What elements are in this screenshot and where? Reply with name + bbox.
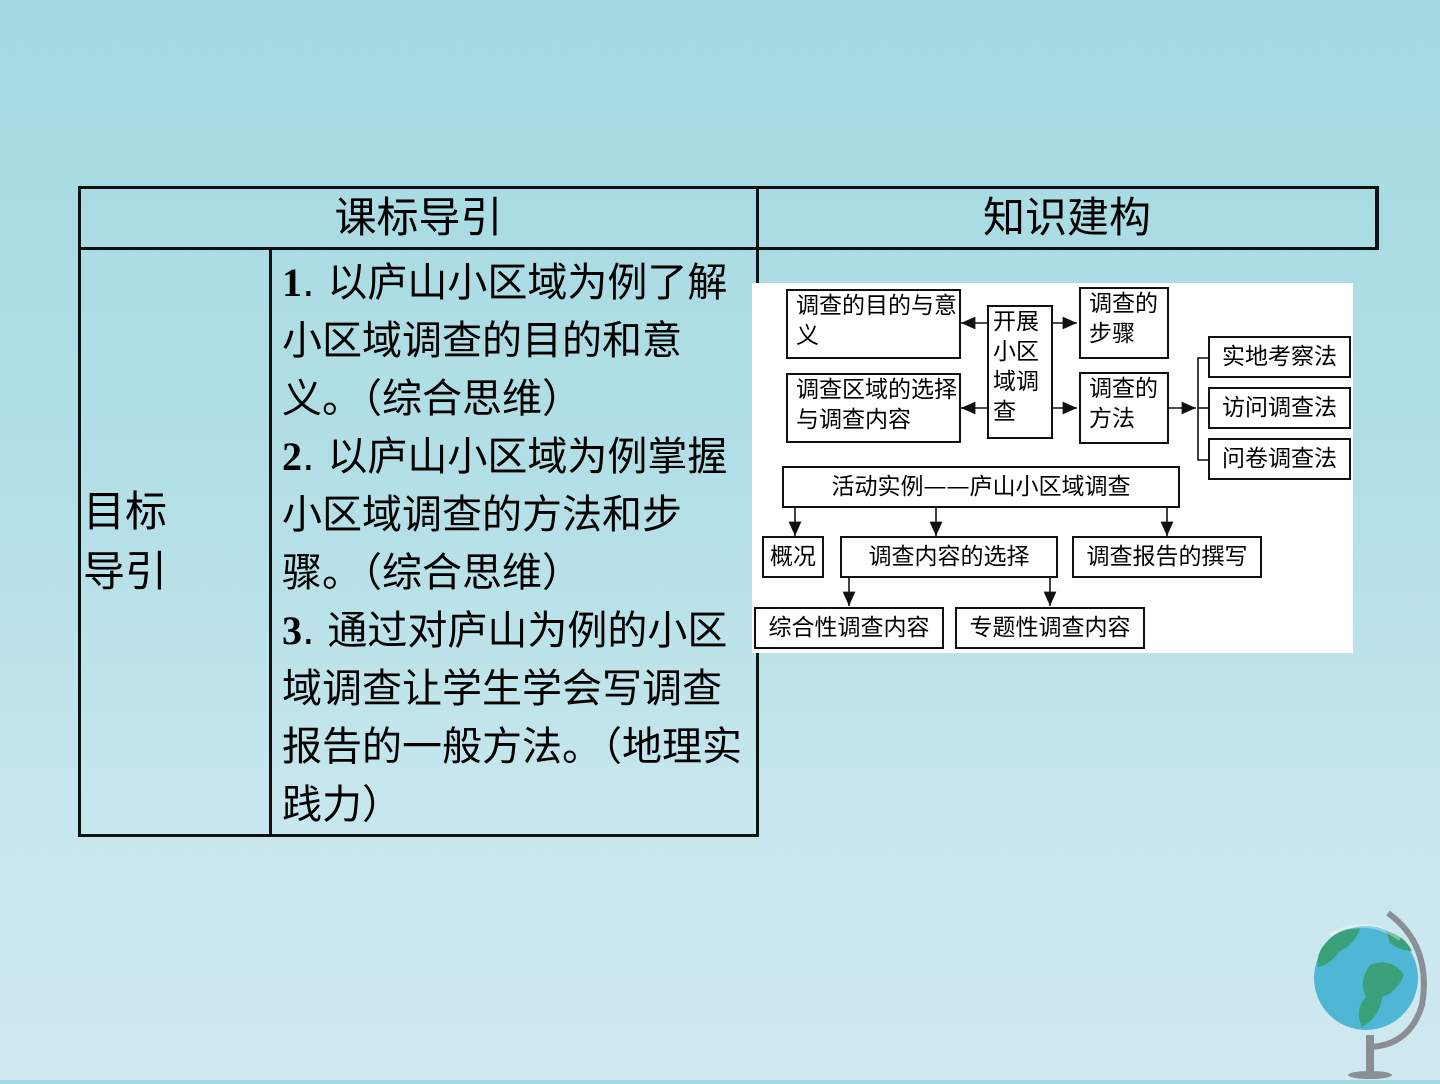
header-curriculum-guide: 课标导引 [78, 186, 759, 250]
box-overview: 概况 [762, 536, 824, 578]
box-thematic: 专题性调查内容 [955, 607, 1145, 649]
goal-number: 1 [282, 260, 302, 305]
goal-item-1: 1. 以庐山小区域为例了解小区域调查的目的和意义。（综合思维） [282, 254, 756, 428]
goal-text: . 以庐山小区域为例掌握小区域调查的方法和步骤。（综合思维） [282, 434, 728, 596]
knowledge-diagram: 调查的目的与意义 调查区域的选择与调查内容 开展小区域调查 调查的步骤 调查的方… [752, 283, 1353, 653]
box-selection: 调查区域的选择与调查内容 [786, 373, 961, 443]
goal-text: . 通过对庐山为例的小区域调查让学生学会写调查报告的一般方法。（地理实践力） [282, 608, 742, 828]
box-methods: 调查的方法 [1079, 372, 1169, 444]
box-method-interview: 访问调查法 [1208, 387, 1351, 429]
goals-cell: 1. 以庐山小区域为例了解小区域调查的目的和意义。（综合思维） 2. 以庐山小区… [269, 247, 759, 837]
goal-number: 3 [282, 608, 302, 653]
goal-item-2: 2. 以庐山小区域为例掌握小区域调查的方法和步骤。（综合思维） [282, 428, 756, 602]
goal-item-3: 3. 通过对庐山为例的小区域调查让学生学会写调查报告的一般方法。（地理实践力） [282, 602, 756, 834]
diagram-connectors [788, 316, 1208, 606]
header-knowledge-construction: 知识建构 [756, 186, 1379, 250]
goal-number: 2 [282, 434, 302, 479]
box-steps: 调查的步骤 [1079, 287, 1169, 359]
box-comprehensive: 综合性调查内容 [754, 607, 944, 649]
globe-icon [1300, 905, 1440, 1080]
row-label-goal-guide: 目标导引 [78, 247, 272, 837]
box-example: 活动实例——庐山小区域调查 [782, 466, 1180, 508]
box-content-choice: 调查内容的选择 [840, 536, 1058, 578]
box-purpose: 调查的目的与意义 [786, 289, 961, 359]
box-center: 开展小区域调查 [987, 305, 1053, 439]
guide-table: 课标导引 知识建构 目标导引 1. 以庐山小区域为例了解小区域调查的目的和意义。… [78, 186, 1379, 837]
box-method-field: 实地考察法 [1208, 336, 1351, 378]
box-method-questionnaire: 问卷调查法 [1208, 438, 1351, 480]
row-label-text: 目标导引 [83, 487, 168, 596]
box-report: 调查报告的撰写 [1072, 536, 1262, 578]
goal-text: . 以庐山小区域为例了解小区域调查的目的和意义。（综合思维） [282, 260, 728, 422]
